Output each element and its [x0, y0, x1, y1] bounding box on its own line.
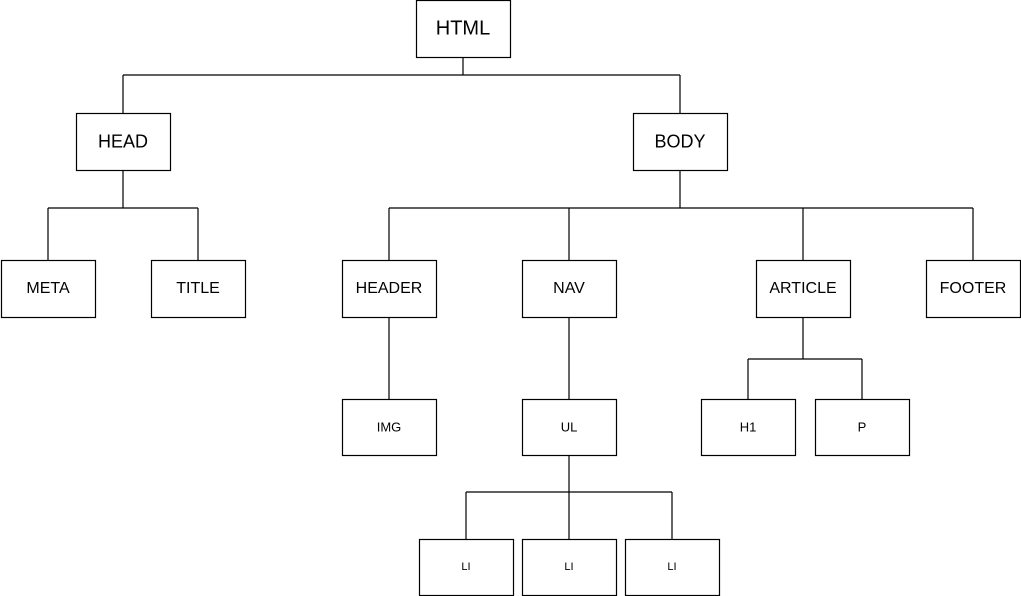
node-meta-label: META	[26, 280, 70, 297]
node-img: IMG	[341, 398, 438, 457]
node-article-label: ARTICLE	[769, 280, 836, 297]
node-body: BODY	[632, 112, 729, 172]
edges	[47, 57, 974, 539]
node-li1-box	[418, 538, 515, 596]
node-title-box	[150, 259, 247, 319]
node-li1-label: LI	[461, 561, 470, 573]
node-ul-label: UL	[561, 420, 578, 435]
node-meta: META	[0, 259, 97, 319]
node-header: HEADER	[341, 259, 438, 319]
node-li3: LI	[624, 538, 721, 596]
node-footer-box	[925, 259, 1021, 319]
node-head-box	[75, 112, 172, 172]
node-body-label: BODY	[654, 132, 705, 152]
node-head-label: HEAD	[98, 132, 148, 152]
node-nav-box	[521, 259, 618, 319]
node-p-label: P	[858, 420, 867, 435]
node-img-box	[341, 398, 438, 457]
node-title: TITLE	[150, 259, 247, 319]
node-ul-box	[521, 398, 618, 457]
node-html: HTML	[415, 0, 512, 59]
node-img-label: IMG	[377, 420, 402, 435]
node-nav: NAV	[521, 259, 618, 319]
node-nav-label: NAV	[553, 280, 585, 297]
node-header-label: HEADER	[356, 280, 423, 297]
node-footer: FOOTER	[925, 259, 1021, 319]
node-ul: UL	[521, 398, 618, 457]
node-title-label: TITLE	[176, 280, 220, 297]
node-header-box	[341, 259, 438, 319]
node-h1-label: H1	[740, 420, 757, 435]
node-footer-label: FOOTER	[940, 280, 1007, 297]
node-li1: LI	[418, 538, 515, 596]
node-meta-box	[0, 259, 97, 319]
node-html-box	[415, 0, 512, 59]
node-p-box	[814, 398, 911, 457]
node-article-box	[755, 259, 852, 319]
node-li3-box	[624, 538, 721, 596]
node-li3-label: LI	[667, 561, 676, 573]
node-html-label: HTML	[436, 18, 490, 40]
node-h1: H1	[700, 398, 797, 457]
node-li2-label: LI	[564, 561, 573, 573]
node-body-box	[632, 112, 729, 172]
node-head: HEAD	[75, 112, 172, 172]
node-article: ARTICLE	[755, 259, 852, 319]
node-p: P	[814, 398, 911, 457]
node-li2-box	[521, 538, 618, 596]
node-h1-box	[700, 398, 797, 457]
node-li2: LI	[521, 538, 618, 596]
